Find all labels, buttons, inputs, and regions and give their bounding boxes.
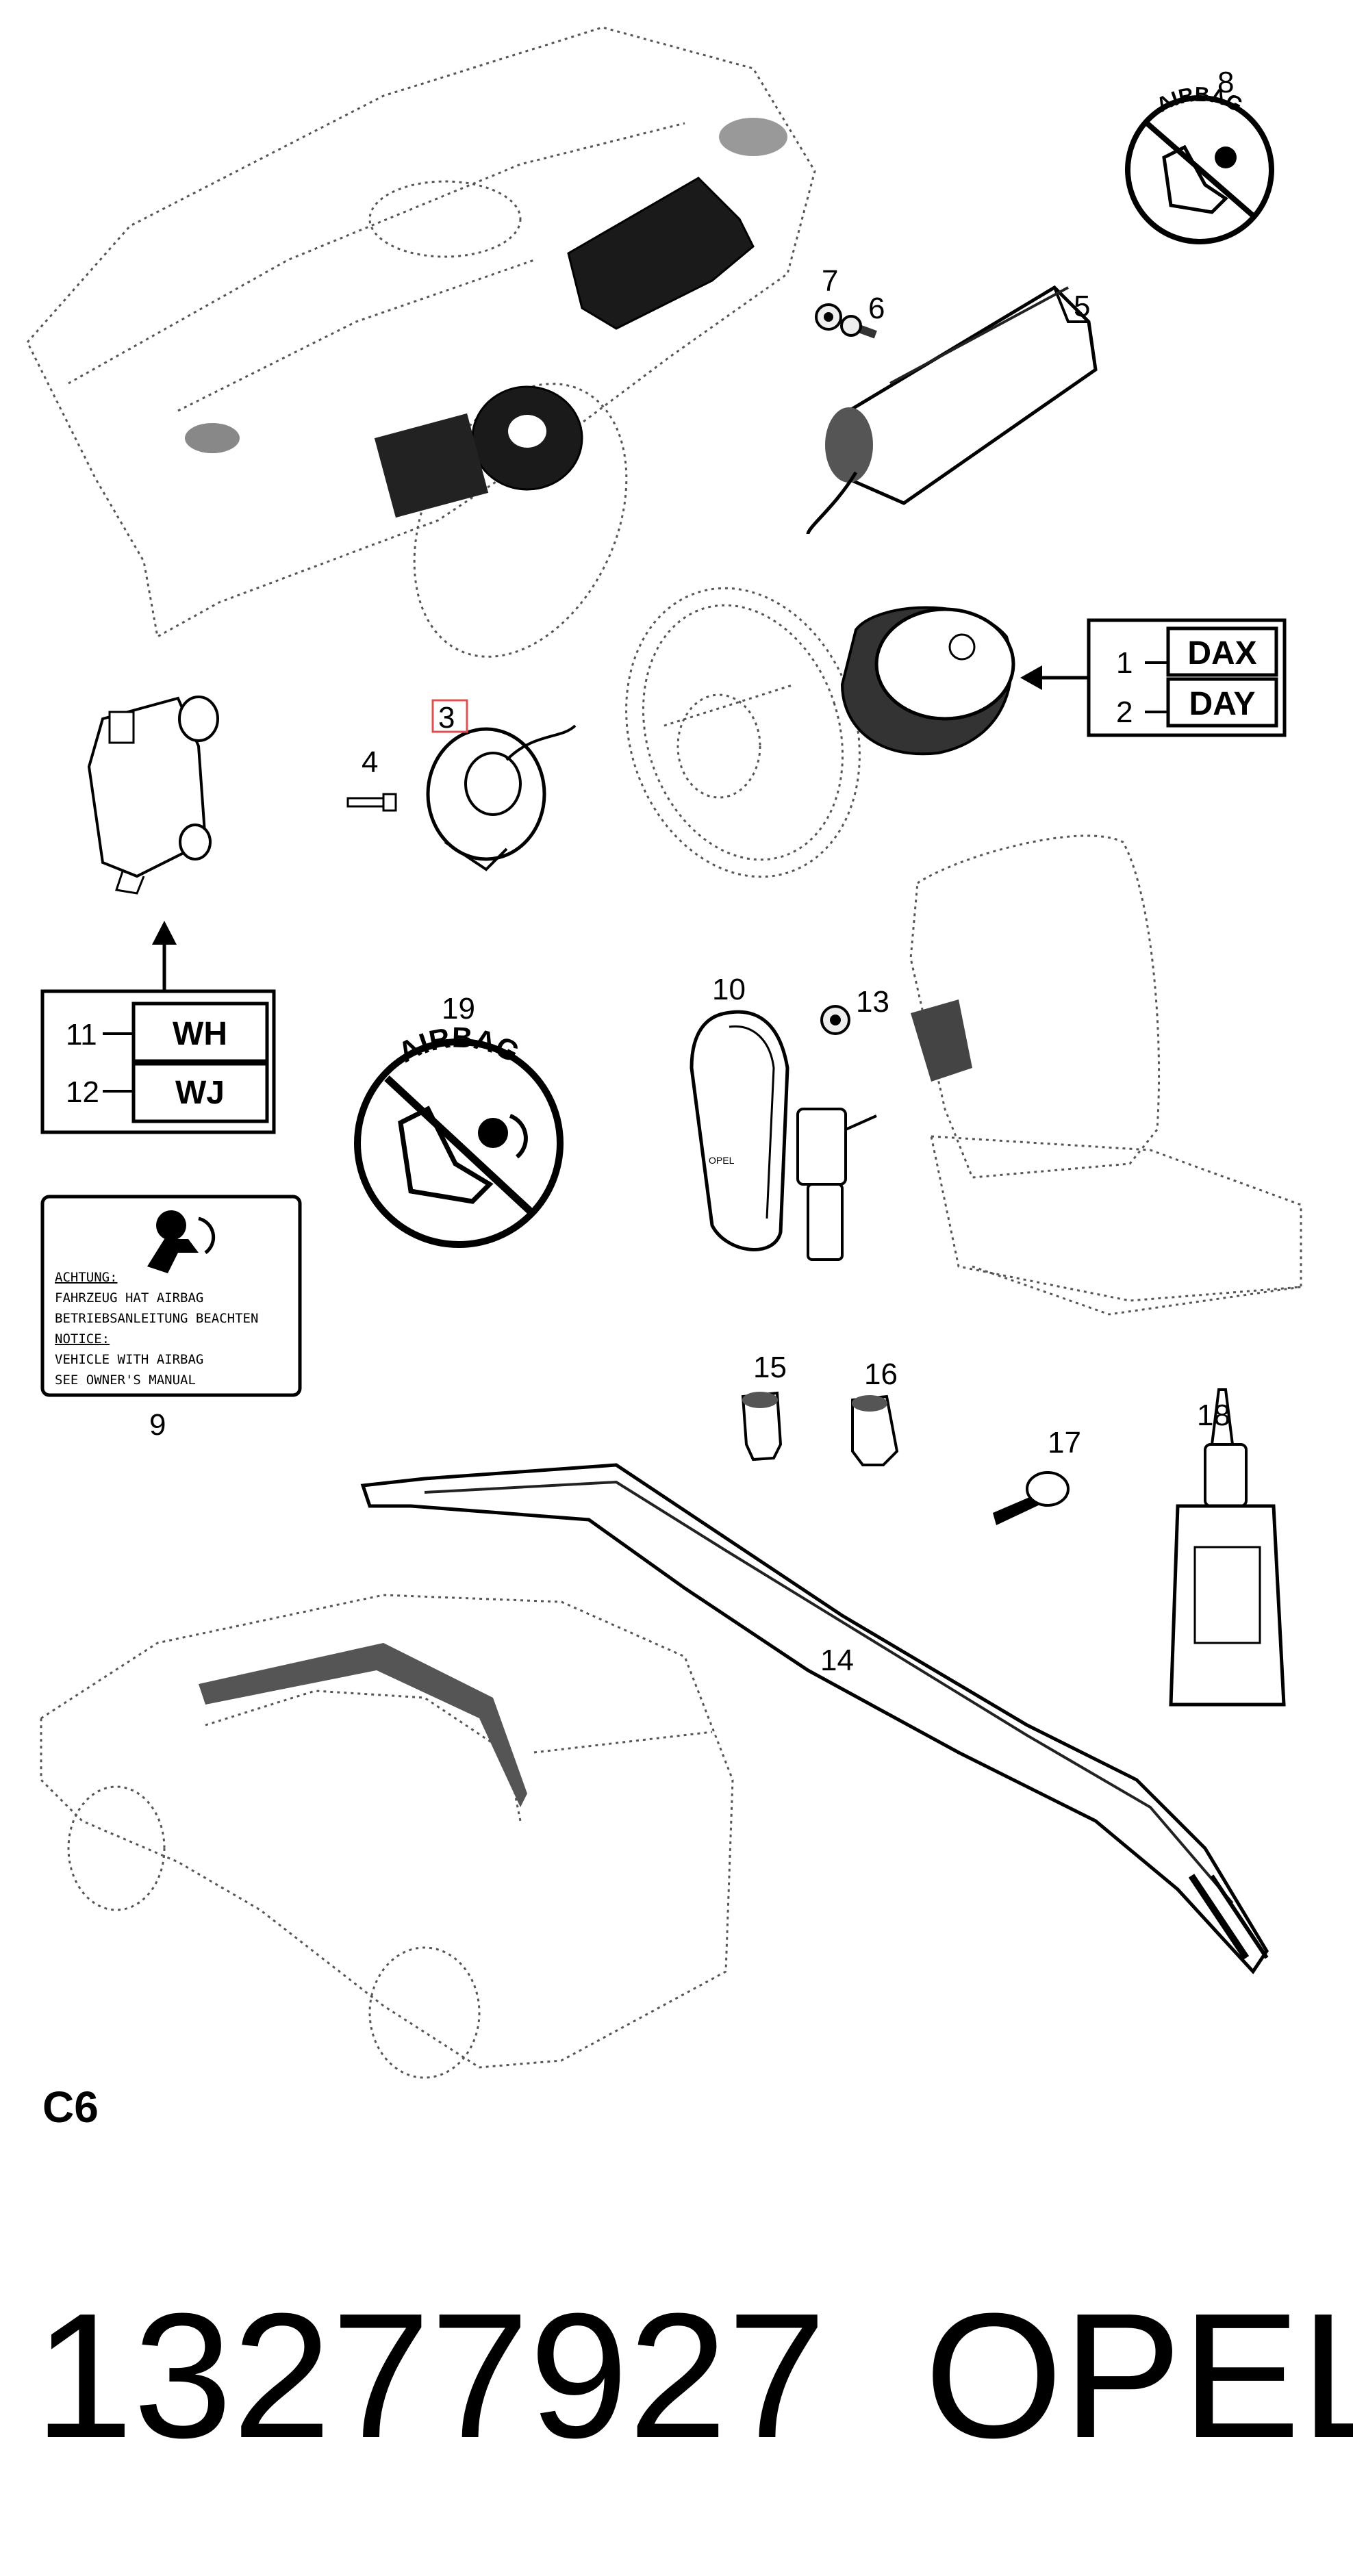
callout-11: 11 bbox=[66, 1018, 97, 1051]
callout-15: 15 bbox=[753, 1351, 787, 1384]
callout-2: 2 bbox=[1116, 696, 1133, 729]
highlight-box-3 bbox=[431, 699, 468, 733]
callout-16: 16 bbox=[864, 1357, 898, 1391]
callout-18: 18 bbox=[1197, 1399, 1230, 1432]
callout-17: 17 bbox=[1048, 1426, 1081, 1459]
steering-wheel-illustration bbox=[625, 587, 861, 878]
curtain-airbag bbox=[360, 1463, 1269, 1975]
warning-line6: SEE OWNER'S MANUAL bbox=[55, 1373, 196, 1388]
callout-6: 6 bbox=[868, 292, 885, 325]
clip-16 bbox=[851, 1394, 899, 1466]
callout-10: 10 bbox=[712, 973, 746, 1006]
airbag-warning-icon bbox=[156, 1210, 186, 1240]
warning-line3: BETRIEBSANLEITUNG BEACHTEN bbox=[55, 1311, 258, 1326]
control-unit-code-table: WH WJ 11 12 bbox=[40, 989, 276, 1134]
nut-13 bbox=[820, 1005, 850, 1035]
bolt-6 bbox=[840, 315, 877, 339]
adhesive-bottle bbox=[1169, 1388, 1286, 1707]
warning-line4: NOTICE: bbox=[55, 1331, 110, 1347]
code-wj: WJ bbox=[175, 1075, 225, 1111]
dashboard-illustration bbox=[26, 26, 816, 658]
callout-3: 3 bbox=[438, 701, 455, 735]
passenger-airbag-module bbox=[806, 285, 1098, 535]
driver-airbag-module bbox=[840, 606, 1015, 756]
airbag-badge-large: AIRBAG bbox=[354, 1021, 564, 1248]
callout-19: 19 bbox=[442, 992, 475, 1025]
callout-1: 1 bbox=[1116, 646, 1133, 680]
warning-label: ACHTUNG: FAHRZEUG HAT AIRBAG BETRIEBSANL… bbox=[40, 1195, 302, 1397]
car-illustration bbox=[40, 1594, 734, 2079]
section-code: C6 bbox=[42, 2082, 99, 2132]
brand-name: OPEL bbox=[924, 2277, 1353, 2475]
airbag-control-unit bbox=[87, 696, 219, 895]
code-wh: WH bbox=[173, 1016, 227, 1052]
warning-line5: VEHICLE WITH AIRBAG bbox=[55, 1352, 203, 1367]
clock-spring bbox=[426, 724, 577, 871]
callout-14: 14 bbox=[820, 1644, 854, 1677]
nut-7 bbox=[815, 303, 842, 331]
seat-illustration bbox=[909, 834, 1302, 1316]
side-module-logo: OPEL bbox=[709, 1155, 735, 1166]
driver-airbag-code-table: DAX DAY 1 2 bbox=[1087, 618, 1287, 737]
screw-17 bbox=[993, 1471, 1070, 1525]
warning-line2: FAHRZEUG HAT AIRBAG bbox=[55, 1290, 203, 1305]
callout-12: 12 bbox=[66, 1075, 99, 1109]
clip-15 bbox=[741, 1391, 783, 1462]
screw-4 bbox=[346, 793, 397, 812]
callout-7: 7 bbox=[822, 264, 838, 298]
callout-8: 8 bbox=[1217, 66, 1234, 99]
code-dax: DAX bbox=[1187, 635, 1256, 672]
part-number: 13277927 bbox=[34, 2277, 826, 2475]
code-day: DAY bbox=[1189, 686, 1256, 722]
callout-5: 5 bbox=[1074, 290, 1090, 323]
callout-13: 13 bbox=[856, 985, 889, 1019]
airbag-badge-small: AIRBAG bbox=[1125, 84, 1274, 244]
callout-4: 4 bbox=[362, 745, 378, 779]
side-airbag-module: OPEL bbox=[690, 1010, 877, 1261]
callout-9: 9 bbox=[149, 1408, 166, 1442]
warning-line1: ACHTUNG: bbox=[55, 1270, 118, 1285]
